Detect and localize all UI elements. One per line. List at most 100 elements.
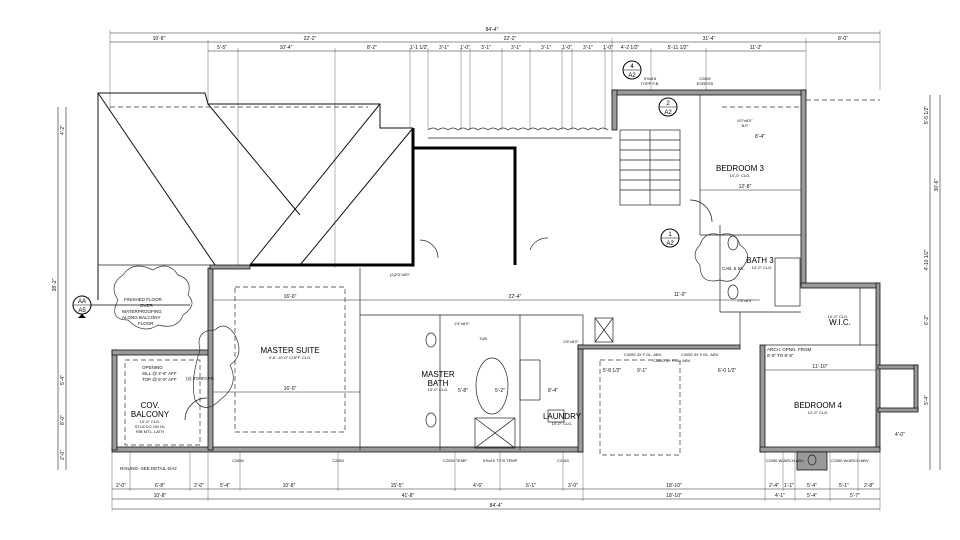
note-bath3-cab: CAB. 5 SK. <box>722 266 745 271</box>
dim-label: 10'-4" <box>280 45 293 51</box>
svg-text:4: 4 <box>630 64 634 70</box>
dim-label: 2'-0" <box>60 450 66 460</box>
dim-label: 22'-4" <box>509 294 522 300</box>
dim-label: 5'-8 1/2" <box>603 368 622 374</box>
room-master-suite-clg: 9'-6"-10'-0" COFF. CLG. <box>269 355 312 360</box>
note-balcony-floor: OVER <box>140 303 154 308</box>
note-opening: SILL @ 3'-6" AFF <box>142 371 177 376</box>
note-window-top: 5'0x6'8 <box>644 76 657 81</box>
room-master-bath-1: MASTER <box>421 370 455 379</box>
room-bedroom-4-clg: 12'-0" CLG. <box>808 410 829 415</box>
dim-label: 11'-2" <box>750 45 763 51</box>
room-bath-3: BATH 3 <box>746 256 774 265</box>
dim-label: 4'-6" <box>473 483 483 489</box>
room-master-bath-clg: 10'-0" CLG. <box>428 387 449 392</box>
note-balcony-floor: ALONG BALCONY <box>122 315 161 320</box>
dim-label: 5'-4" <box>924 395 930 405</box>
note-balcony-floor: WATERPROOFING <box>122 309 162 314</box>
dim-label: 16'-0" <box>284 294 297 300</box>
dim-label: 16'-0" <box>284 386 297 392</box>
dim-label: 8'-4" <box>755 134 765 140</box>
svg-text:A5: A5 <box>78 308 86 314</box>
dim-label: 10'-8" <box>283 483 296 489</box>
dim-label: 3'-1" <box>439 45 449 51</box>
dim-label: 15'-5" <box>391 483 404 489</box>
room-master-bath-2: BATH <box>428 379 449 388</box>
top-dimensions: 84'-4" 10'-8" 22'-2" 22'-2" 31'-4" 8'-0"… <box>109 27 881 268</box>
roof-outline <box>97 92 612 300</box>
svg-text:A2: A2 <box>664 110 672 116</box>
side-dimensions: 4'-2" 38'-2" 5'-4" 8'-0" 2'-0" 5'-5 1/2"… <box>52 95 941 470</box>
note-balcony-floor: FLOOR <box>138 321 154 326</box>
dim-label: 4'-0" <box>895 432 905 438</box>
dim-label: 5'-8" <box>458 388 468 394</box>
note-opening: OPENING <box>142 365 163 370</box>
dim-label: 3'-1" <box>541 45 551 51</box>
section-marker-aa-a5: AA A5 <box>72 295 190 318</box>
note-arch: ARCH. OPNG. FROM <box>767 347 812 352</box>
room-bedroom-3-clg: 10'-0" CLG. <box>730 173 751 178</box>
note-opening: TOP @ 9'-0" AFF <box>142 377 177 382</box>
dim-label: 8'-2" <box>367 45 377 51</box>
dim-label: 11'-0" <box>674 292 687 298</box>
interior-walls <box>184 95 878 466</box>
room-wic: W.I.C. <box>829 318 851 327</box>
room-labels: MASTER SUITE 9'-6"-10'-0" COFF. CLG. COV… <box>131 164 851 434</box>
room-bath-3-clg: 10'-0" CLG. <box>752 265 773 270</box>
dim-label: 1'-1 1/2" <box>410 45 429 51</box>
dim-label: 18'-10" <box>666 483 682 489</box>
window-tag: C2050 3X F.GL. ABV. <box>681 352 719 357</box>
dim-label: 8'-0" <box>838 36 848 42</box>
dim-label: 5'-5 1/2" <box>924 106 930 125</box>
dim-label: 5'-1" <box>839 483 849 489</box>
window-tag: C2050 3X F.GL. ABV. <box>653 358 691 363</box>
note-balcony-floor: FINISHED FLOOR <box>124 297 163 302</box>
dim-label: 1'-0" <box>460 45 470 51</box>
dim-label: 10'-8" <box>154 493 167 499</box>
window-tag: C2650 <box>232 458 245 463</box>
dim-label: 4'-2" <box>60 125 66 135</box>
note-window-top: TOPP F.B. <box>641 81 660 86</box>
dim-label: 1'-1" <box>784 483 794 489</box>
dim-label: 9'-1" <box>637 368 647 374</box>
room-laundry-clg: 10'-0" CLG. <box>552 421 573 426</box>
room-laundry: LAUNDRY <box>543 412 582 421</box>
dim-label: 5'-4" <box>807 493 817 499</box>
dim-label: 38'-2" <box>52 278 58 291</box>
dim-label: 6'-1" <box>526 483 536 489</box>
note-stucco-1: STUCCO ON HI- <box>135 424 166 429</box>
window-tag: C2050 W/ARCH ABV. <box>831 458 870 463</box>
room-cov-balcony-2: BALCONY <box>131 410 170 419</box>
note-closet: 6'0"x8'0" <box>737 118 753 123</box>
interior-dimensions: 16'-0" 16'-0" 22'-4" 11'-10" 12'-8" 8'-4… <box>213 134 905 438</box>
door-tag: 2'6"x8'0" <box>563 339 579 344</box>
room-bedroom-3: BEDROOM 3 <box>716 164 765 173</box>
door-tag: 2'4"x8'0" <box>454 321 470 326</box>
dim-label: 4'-2 1/2" <box>621 45 640 51</box>
dim-label: 2'-0" <box>116 483 126 489</box>
note-french-doors: (2) 3'0x8'0 FR. <box>186 376 215 381</box>
dim-label: 2'-8" <box>864 483 874 489</box>
room-bedroom-4: BEDROOM 4 <box>794 401 843 410</box>
dim-label: 4'-10 1/2" <box>924 249 930 270</box>
bold-walls <box>250 128 517 267</box>
dim-label: 41'-8" <box>402 493 415 499</box>
dim-label: 2'-0" <box>194 483 204 489</box>
dim-label: 22'-2" <box>304 36 317 42</box>
note-stucco-2: RIB MTL. LATH <box>136 429 164 434</box>
dim-label: 6'-2" <box>924 315 930 325</box>
bottom-dimensions: 2'-0" 6'-8" 2'-0" 5'-4" 10'-8" 15'-5" 4'… <box>111 452 881 511</box>
note-railing: RAILING- SEE DETAIL 6/A2 <box>120 466 177 471</box>
door-tag: (2)2'0"x8'0" <box>390 272 411 277</box>
window-tag: C2040 <box>557 458 570 463</box>
dim-label: 6'-8" <box>155 483 165 489</box>
dim-label: 5'-2" <box>495 388 505 394</box>
dim-overall-top: 84'-4" <box>486 27 499 33</box>
svg-text:AA: AA <box>78 299 86 305</box>
section-marker-1-a2: 1A2 <box>660 228 680 248</box>
window-tag: C2650 <box>332 458 345 463</box>
dim-label: 5'-11 1/2" <box>668 45 689 51</box>
revision-clouds <box>113 233 748 408</box>
dim-label: 18'-10" <box>666 493 682 499</box>
